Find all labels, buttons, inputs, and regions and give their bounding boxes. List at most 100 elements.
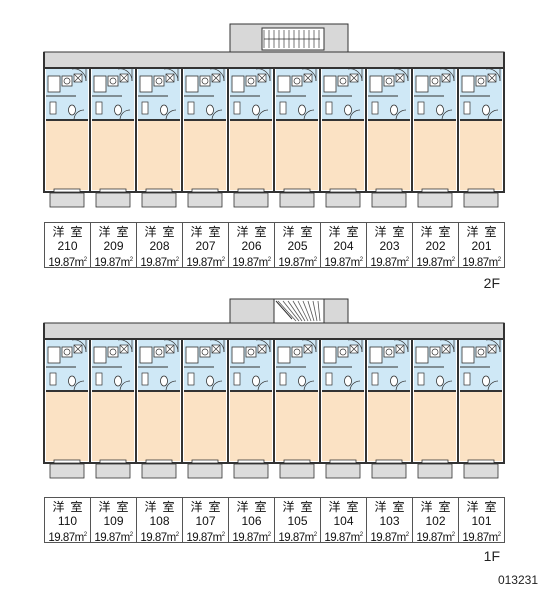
window — [145, 459, 173, 464]
room-type: 洋室 — [98, 500, 135, 514]
sink-bowl — [431, 77, 439, 85]
room-number: 207 — [195, 239, 216, 253]
sink-bowl — [385, 77, 393, 85]
room-type: 洋室 — [282, 225, 319, 239]
stair-step — [312, 300, 318, 322]
closet — [463, 101, 471, 115]
main-room — [368, 392, 410, 461]
room-number: 106 — [241, 514, 262, 528]
window — [283, 188, 311, 193]
washer-x — [441, 73, 451, 83]
balcony — [463, 192, 499, 208]
toilet — [68, 104, 76, 116]
room-area: 19.87m2 — [370, 531, 409, 544]
closet — [187, 372, 195, 386]
unit-plan — [181, 339, 226, 479]
balcony — [233, 192, 269, 208]
door-swing — [349, 380, 361, 392]
door-swing — [395, 380, 407, 392]
room-number: 201 — [471, 239, 492, 253]
closet — [95, 372, 103, 386]
main-room — [46, 392, 88, 461]
closet — [141, 101, 149, 115]
stair-step — [277, 300, 297, 322]
kitchen-sink — [107, 75, 119, 87]
window — [329, 188, 357, 193]
balcony — [95, 463, 131, 479]
closet — [141, 372, 149, 386]
room-type: 洋室 — [144, 225, 181, 239]
main-room — [46, 121, 88, 190]
kitchen-sink — [291, 75, 303, 87]
bathtub — [369, 75, 383, 93]
balcony — [371, 463, 407, 479]
room-number: 103 — [379, 514, 400, 528]
window — [145, 188, 173, 193]
door-swing — [487, 380, 499, 392]
property-code: 013231 — [497, 573, 538, 587]
washer-x — [349, 344, 359, 354]
door-swing — [211, 380, 223, 392]
room-number: 203 — [379, 239, 400, 253]
sink-bowl — [109, 77, 117, 85]
bathtub — [231, 75, 245, 93]
bathtub — [369, 346, 383, 364]
room-type: 洋室 — [144, 500, 181, 514]
washer-x — [73, 344, 83, 354]
washer-x — [257, 73, 267, 83]
room-area: 19.87m2 — [186, 256, 225, 269]
kitchen-sink — [383, 75, 395, 87]
stair-step — [307, 300, 315, 322]
sink-bowl — [201, 77, 209, 85]
washer-x — [349, 73, 359, 83]
balcony — [279, 192, 315, 208]
room-number: 209 — [103, 239, 124, 253]
unit-plan — [89, 339, 134, 479]
window — [421, 188, 449, 193]
balcony — [417, 192, 453, 208]
main-room — [460, 392, 502, 461]
unit-plan — [365, 339, 410, 479]
room-type: 洋室 — [466, 225, 503, 239]
room-area: 19.87m2 — [186, 531, 225, 544]
unit-plan — [457, 68, 502, 208]
room-type: 洋室 — [98, 225, 135, 239]
room-area: 19.87m2 — [416, 531, 455, 544]
main-room — [460, 121, 502, 190]
washer-x — [395, 344, 405, 354]
washer-x — [257, 344, 267, 354]
washer-x — [441, 344, 451, 354]
room-area: 19.87m2 — [232, 256, 271, 269]
unit-plan — [227, 68, 272, 208]
door-swing — [211, 109, 223, 121]
sink-bowl — [63, 348, 71, 356]
room-type: 洋室 — [420, 500, 457, 514]
room-area: 19.87m2 — [48, 256, 87, 269]
window — [283, 459, 311, 464]
toilet — [482, 104, 490, 116]
toilet — [68, 375, 76, 387]
toilet — [206, 375, 214, 387]
kitchen-sink — [475, 75, 487, 87]
kitchen-sink — [199, 346, 211, 358]
room-area: 19.87m2 — [140, 531, 179, 544]
floor-plan-1f — [43, 298, 505, 479]
kitchen-sink — [383, 346, 395, 358]
closet — [417, 372, 425, 386]
stair-step — [302, 300, 312, 322]
sink-bowl — [339, 348, 347, 356]
main-room — [368, 121, 410, 190]
